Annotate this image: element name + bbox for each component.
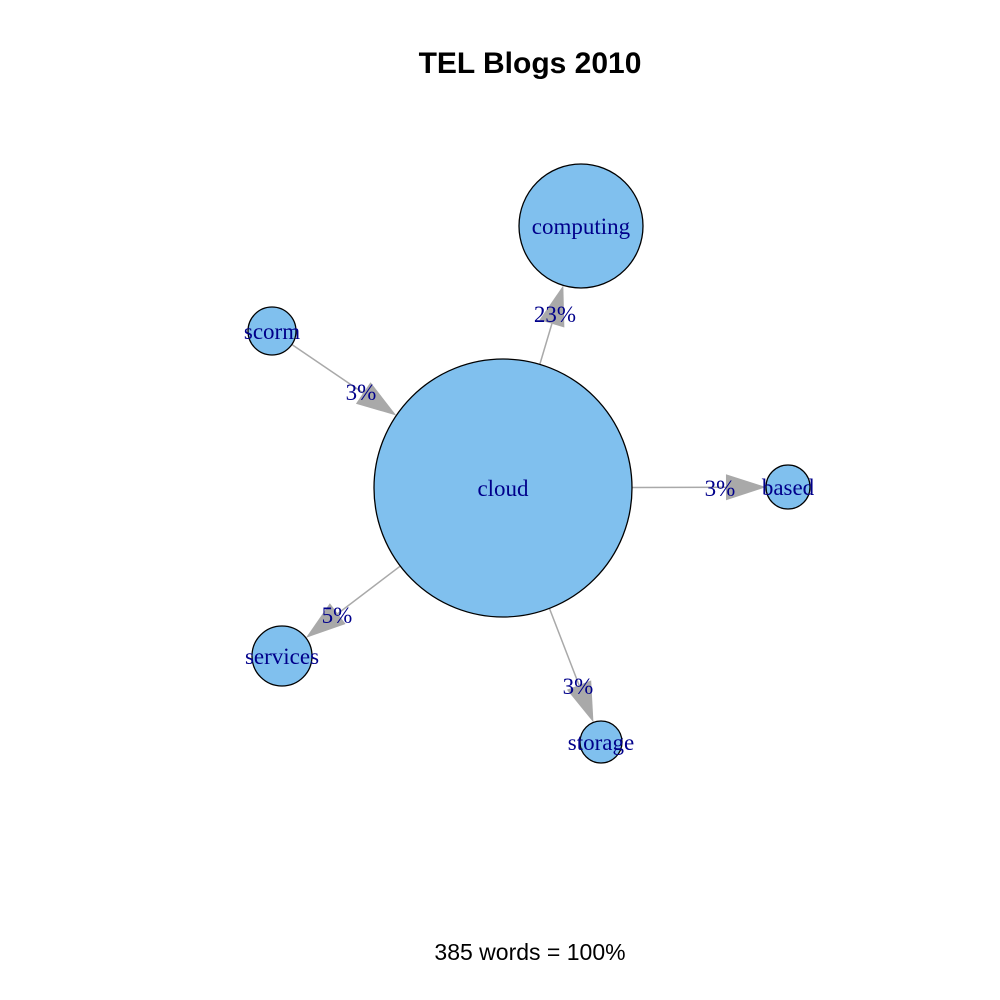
- node-scorm: [247, 306, 297, 356]
- node-label-based: based: [762, 475, 815, 500]
- edge-line: [291, 343, 364, 394]
- edge-cloud-based: [631, 474, 767, 501]
- edge-label: 23%: [534, 302, 576, 327]
- edge-cloud-computing: [539, 285, 565, 365]
- edge-arrowhead: [539, 285, 565, 328]
- edge-arrowhead: [725, 474, 767, 501]
- node-label-cloud: cloud: [477, 476, 529, 501]
- node-label-computing: computing: [532, 214, 631, 239]
- diagram-title: TEL Blogs 2010: [419, 47, 642, 80]
- edge-label: 3%: [705, 476, 736, 501]
- edge-layer: [291, 285, 767, 723]
- edge-arrowhead: [355, 382, 397, 416]
- edge-line: [539, 323, 553, 365]
- edge-line: [548, 608, 580, 686]
- node-label-services: services: [245, 644, 319, 669]
- edge-arrowhead: [305, 603, 346, 638]
- node-based: [765, 464, 811, 510]
- node-label-scorm: scorm: [244, 319, 300, 344]
- edge-label: 3%: [563, 674, 594, 699]
- edge-label: 3%: [346, 380, 377, 405]
- edge-scorm-cloud: [291, 343, 397, 416]
- edge-line: [337, 565, 401, 615]
- edge-cloud-services: [305, 565, 401, 638]
- diagram-caption: 385 words = 100%: [434, 939, 625, 965]
- edge-arrowhead: [566, 680, 594, 723]
- label-layer: 23% 3% 3% 5% 3% cloud computing scorm based servi…: [244, 214, 815, 755]
- node-storage: [579, 720, 623, 764]
- node-layer: [247, 163, 811, 764]
- node-services: [251, 625, 313, 687]
- node-label-storage: storage: [568, 730, 634, 755]
- edge-cloud-storage: [548, 608, 594, 723]
- node-computing: [518, 163, 644, 289]
- edge-label: 5%: [322, 603, 353, 628]
- node-cloud: [373, 358, 633, 618]
